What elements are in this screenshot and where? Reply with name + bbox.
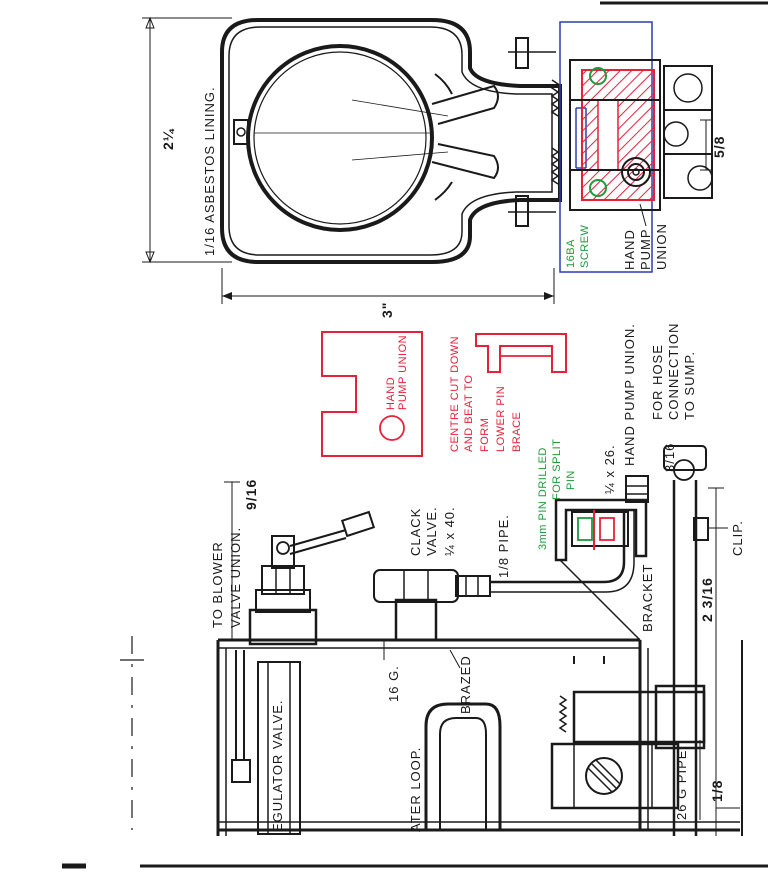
flange-bolts [508,37,556,227]
dim-1-8-label: 1/8 [709,780,725,802]
clack-valve-word: VALVE. [424,506,439,556]
pipe-26g-label: 26 G PIPE. [674,745,689,820]
red-folded-part [475,333,567,373]
dim-2-3-16-label: 2 3/16 [699,577,715,622]
burner-tube-upper [431,84,499,125]
gauge-16-label: 16 G. [386,665,401,702]
pipe-label: 1/8 PIPE. [496,514,511,578]
for-hose-label: FOR HOSE [650,344,665,420]
hand-pump-union-nut [625,475,649,503]
burner-tube-lower [431,143,499,180]
union-right-blocks [663,65,713,199]
clip-label: CLIP. [730,520,745,556]
clip [693,517,709,541]
dim-height-label: 2¼ [160,128,176,150]
valve-union-label: VALVE UNION. [228,527,243,628]
to-sump-label: TO SUMP. [682,351,697,420]
dim-width-label: 3" [379,302,395,318]
spring-lower [550,147,560,185]
casing-lining [228,26,553,256]
connection-label: CONNECTION [666,323,681,420]
red-note-3: FORM [479,418,491,452]
hpu-label-line3: UNION [654,223,669,270]
bracket-union-block [571,511,629,547]
dim-9-16-label: 9/16 [243,479,259,510]
boiler-barrel [246,44,434,232]
pump-nut [585,757,623,795]
lining-label: 1/16 ASBESTOS LINING. [202,86,217,256]
clack-label: CLACK [408,508,423,556]
lug-left [233,119,249,145]
water-loop [424,702,502,830]
hpu-label-line1: HAND [622,229,637,270]
union-nut-upper [589,67,607,85]
red-note-4: LOWER PIN [495,386,507,452]
regulator-nut [261,565,305,595]
side-view: EGULATOR VALVE. 9/16 TO BLOWER VALVE UNI… [120,323,745,836]
red-bracket-blank [321,331,423,457]
regulator-valve-label: EGULATOR VALVE. [270,699,285,832]
brazed-label: BRAZED [458,655,473,714]
red-sketch: HAND PUMP UNION CENTRE CUT DOWN AND BEAT… [321,331,567,457]
green-note-1: 3mm PIN DRILLED [537,447,549,550]
dim-union-label: 5/8 [711,136,727,158]
feed-pipe [490,510,626,584]
regulator-handle [289,529,347,547]
red-part-label-1: HAND [385,377,397,410]
hpu-label-line2: PUMP [638,228,653,270]
side-hpu-label: HAND PUMP UNION. [622,323,637,466]
red-note-5: BRACE [511,412,523,452]
screw-note-line1: 16BA [565,239,577,268]
top-view: 2¼ [142,16,727,318]
union-nut-lower [589,179,607,197]
screw-note-line2: SCREW [579,224,591,268]
red-note-1: CENTRE CUT DOWN [449,336,461,452]
green-note-2: FOR SPLIT [551,439,563,500]
screw-size-label: ¼ x 26. [602,444,617,494]
red-note-2: AND BEAT TO [463,375,475,452]
to-blower-label: TO BLOWER [210,541,225,628]
hose-connection [663,445,707,471]
green-note-3: PIN [565,470,577,490]
spring-upper [550,79,560,117]
bracket [554,498,648,562]
clack-valve-body [394,598,438,642]
casing-outline [220,18,562,264]
dim-3-16-label: 3/16 [662,443,677,472]
bracket-label: BRACKET [640,564,655,632]
pump-cylinder [550,742,680,810]
hand-pump-union-block [569,59,661,211]
thread-size-label: ¼ x 40. [442,506,457,556]
red-part-label-2: PUMP UNION [397,335,409,410]
water-loop-label: ATER LOOP. [408,747,423,832]
